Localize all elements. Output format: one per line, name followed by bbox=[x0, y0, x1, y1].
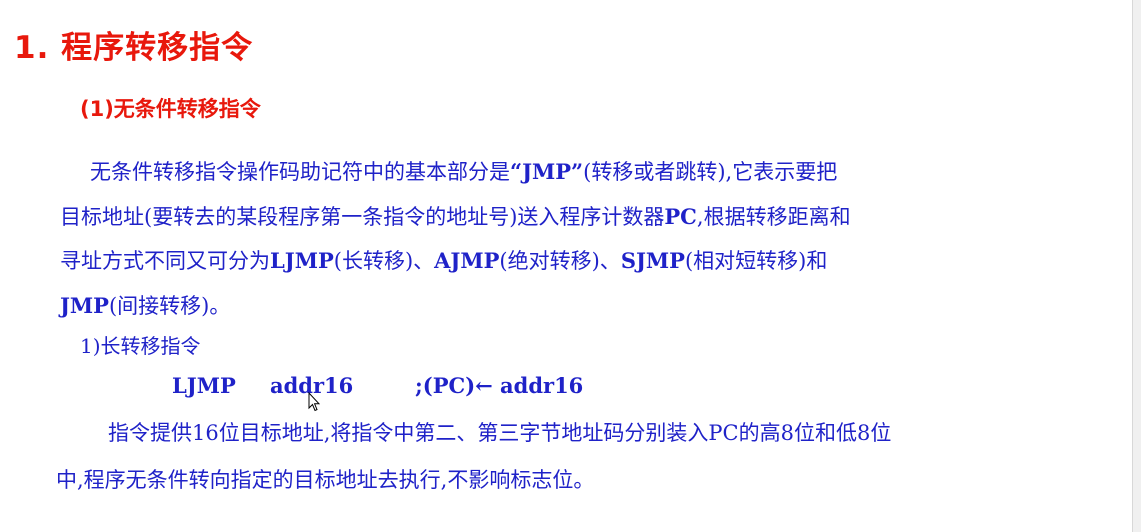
instruction-description: 指令提供16位目标地址,将指令中第二、第三字节地址码分别装入PC的高8位和低8位… bbox=[56, 410, 1076, 504]
instruction-line: LJMP addr16 ;(PC)← addr16 bbox=[172, 373, 583, 398]
paragraph-line-3: 寻址方式不同又可分为LJMP(长转移)、AJMP(绝对转移)、SJMP(相对短转… bbox=[60, 239, 1080, 284]
mouse-pointer-icon bbox=[308, 392, 320, 412]
paragraph-text: (绝对转移)、 bbox=[499, 249, 621, 273]
jmp-indirect-keyword: JMP bbox=[60, 292, 109, 318]
pc-keyword: PC bbox=[664, 203, 697, 229]
paragraph-text: ,根据转移距离和 bbox=[696, 204, 851, 229]
paragraph-line-1: 无条件转移指令操作码助记符中的基本部分是“JMP”(转移或者跳转),它表示要把 bbox=[60, 150, 1080, 195]
description-line-1: 指令提供16位目标地址,将指令中第二、第三字节地址码分别装入PC的高8位和低8位 bbox=[108, 421, 892, 445]
instruction-comment: ;(PC)← addr16 bbox=[415, 373, 584, 398]
ajmp-keyword: AJMP bbox=[434, 248, 500, 273]
sjmp-keyword: SJMP bbox=[620, 248, 685, 273]
paragraph-text: 寻址方式不同又可分为 bbox=[60, 249, 270, 273]
subsection-heading: (1)无条件转移指令 bbox=[80, 97, 261, 121]
paragraph-text: (间接转移)。 bbox=[108, 293, 231, 318]
paragraph-line-2: 目标地址(要转去的某段程序第一条指令的地址号)送入程序计数器PC,根据转移距离和 bbox=[60, 195, 1080, 240]
long-jump-heading: 1)长转移指令 bbox=[80, 334, 201, 358]
paragraph-text: 目标地址(要转去的某段程序第一条指令的地址号)送入程序计数器 bbox=[60, 204, 665, 229]
paragraph-text: 无条件转移指令操作码助记符中的基本部分是 bbox=[90, 160, 510, 184]
window-edge bbox=[1132, 0, 1141, 532]
section-heading: 1. 程序转移指令 bbox=[14, 30, 254, 66]
description-line-2: 中,程序无条件转向指定的目标地址去执行,不影响标志位。 bbox=[56, 468, 595, 492]
ljmp-keyword: LJMP bbox=[270, 248, 334, 273]
paragraph-text: (相对短转移)和 bbox=[684, 249, 828, 273]
instruction-opcode: LJMP bbox=[172, 373, 236, 398]
jmp-keyword: “JMP” bbox=[510, 159, 584, 184]
instruction-operand: addr16 bbox=[270, 373, 354, 398]
intro-paragraph: 无条件转移指令操作码助记符中的基本部分是“JMP”(转移或者跳转),它表示要把 … bbox=[60, 150, 1080, 328]
paragraph-line-4: JMP(间接转移)。 bbox=[60, 284, 1080, 329]
paragraph-text: (长转移)、 bbox=[333, 249, 435, 273]
paragraph-text: (转移或者跳转),它表示要把 bbox=[583, 160, 838, 184]
